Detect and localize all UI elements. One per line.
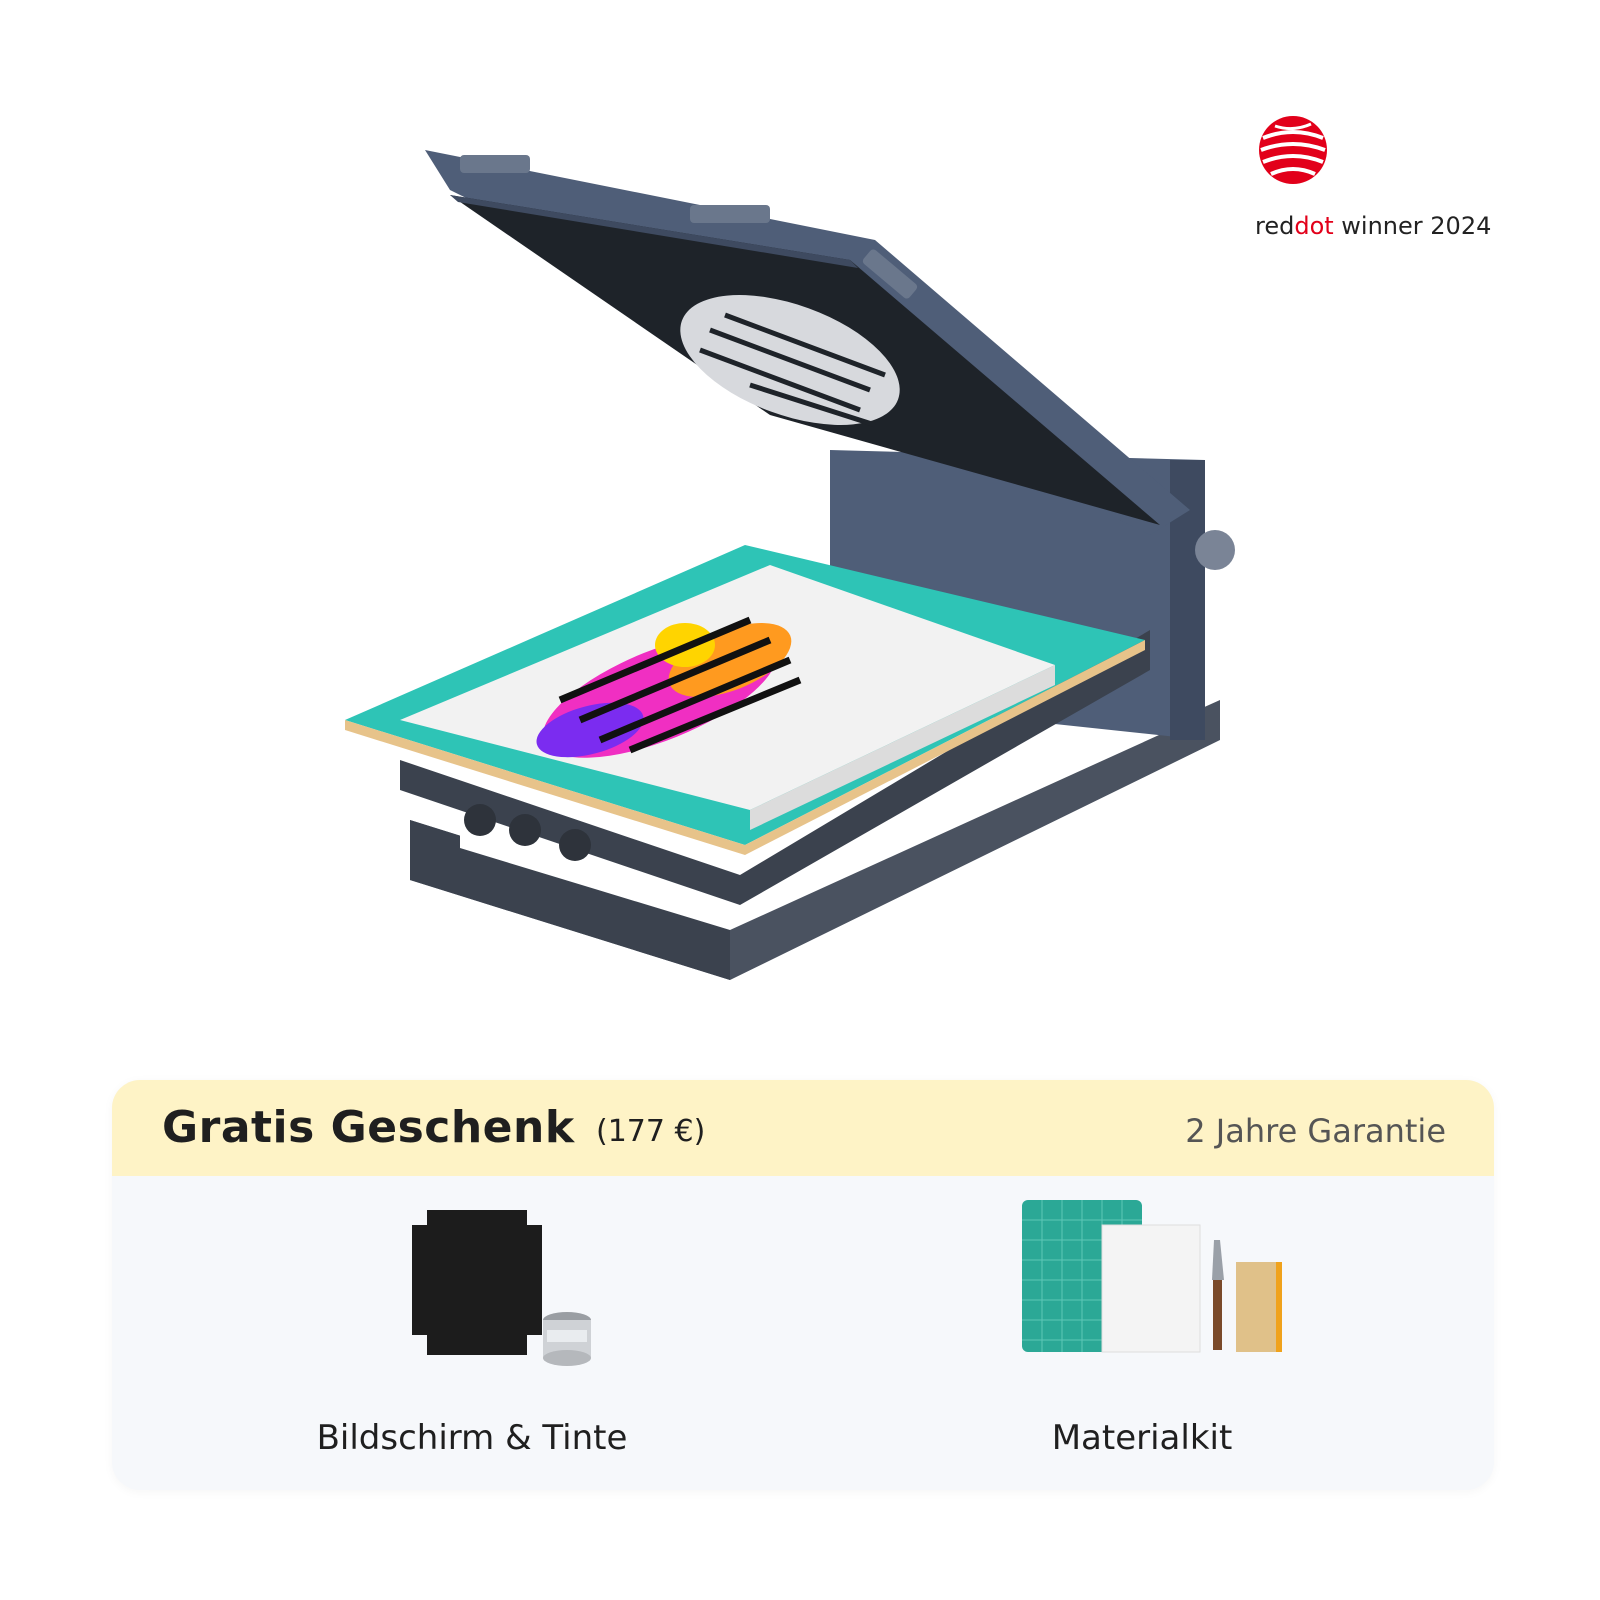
reddot-logo-icon [1259,116,1327,184]
screen-and-ink-icon [412,1210,591,1366]
award-text: reddot winner 2024 [1255,212,1492,240]
gift-card-header: Gratis Geschenk (177 €) 2 Jahre Garantie [112,1080,1494,1176]
gift-item-material-kit: Materialkit [902,1190,1382,1480]
knob-icon [1195,530,1235,570]
reddot-award-badge: reddot winner 2024 [1255,112,1505,252]
material-kit-icon [1022,1200,1282,1353]
gift-title: Gratis Geschenk [162,1102,575,1153]
warranty-label: 2 Jahre Garantie [1185,1112,1446,1150]
gift-value: (177 €) [596,1114,706,1149]
gift-item-screen-ink: Bildschirm & Tinte [232,1190,712,1480]
tiger-print-icon [536,616,802,758]
gift-item-label: Bildschirm & Tinte [316,1418,628,1458]
gift-item-label: Materialkit [1051,1418,1233,1458]
gift-card: Gratis Geschenk (177 €) 2 Jahre Garantie… [112,1080,1494,1490]
screen-stencil-print-icon [680,295,900,428]
screen-printing-press-illustration [345,150,1235,980]
